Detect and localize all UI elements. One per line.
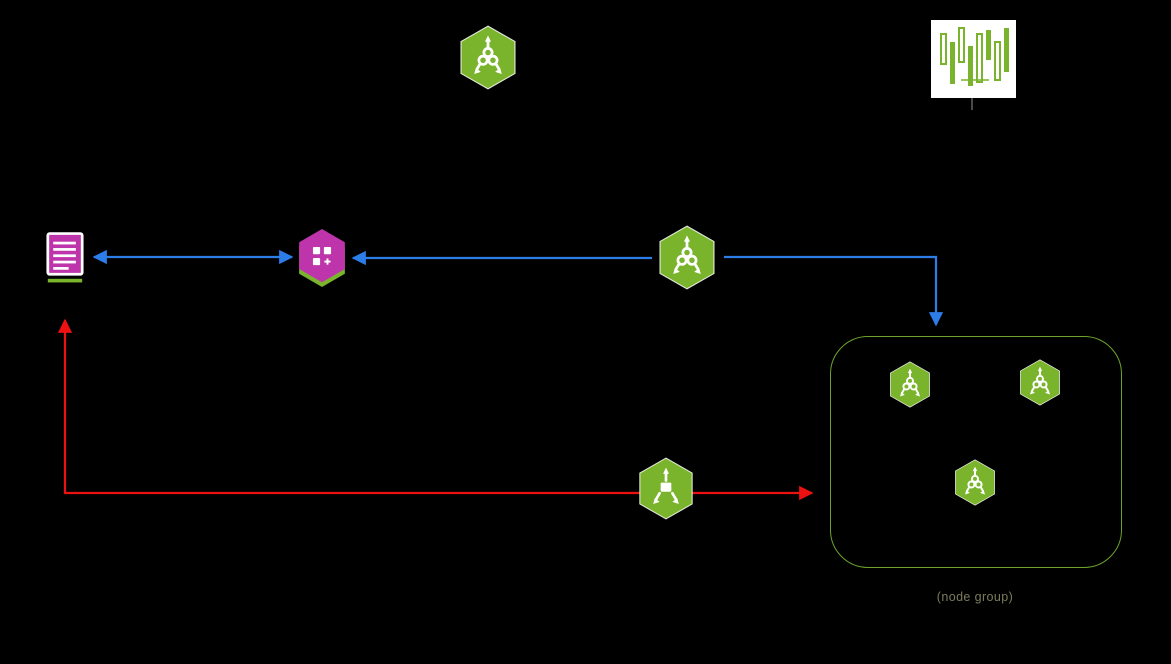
arrow-red-node-group-to-form bbox=[57, 318, 814, 501]
container-registry-hexagon-icon bbox=[297, 228, 347, 288]
container-workload-hexagon-icon bbox=[638, 457, 694, 520]
arrow-blue-service-to-node-group bbox=[724, 255, 944, 327]
kubernetes-node-hexagon-icon bbox=[954, 459, 996, 506]
node-group-container bbox=[830, 336, 1122, 568]
kubernetes-node-hexagon-icon bbox=[889, 361, 931, 408]
kubernetes-service-hexagon-icon bbox=[658, 225, 716, 290]
metrics-icon-connector-stub bbox=[971, 98, 973, 110]
node-group-label: (node group) bbox=[936, 590, 1014, 604]
form-list-app-icon bbox=[46, 231, 84, 285]
kubernetes-service-hexagon-icon bbox=[459, 25, 517, 90]
kubernetes-node-hexagon-icon bbox=[1019, 359, 1061, 406]
waveform-metrics-icon bbox=[931, 20, 1016, 98]
